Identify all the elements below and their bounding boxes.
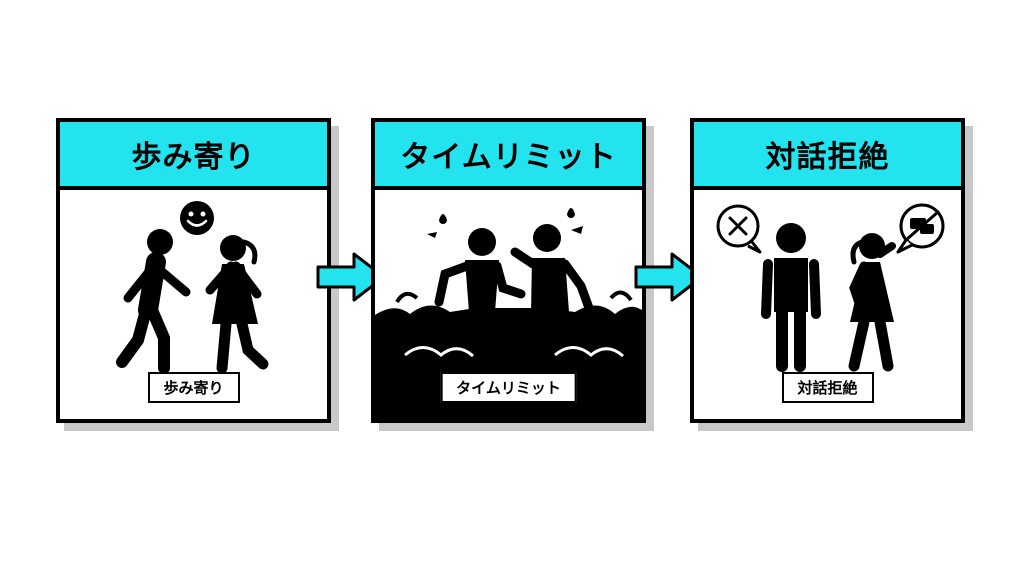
no-symbol-bubble-icon: [716, 204, 762, 254]
panel-caption: 対話拒絶: [781, 372, 874, 403]
refusal-scene: [716, 203, 945, 372]
panel-title: タイムリミット: [375, 122, 642, 190]
panel-caption: タイムリミット: [440, 372, 577, 403]
approach-scene: [116, 201, 269, 374]
struggling-man-icon: [434, 228, 526, 312]
turned-away-woman-icon: [848, 233, 896, 372]
panel-title: 対話拒絶: [694, 122, 961, 190]
panel-caption: 歩み寄り: [147, 372, 240, 403]
no-chat-bubble-icon: [896, 203, 945, 254]
struggling-woman-icon: [510, 224, 594, 313]
arrow-right-icon: [316, 252, 386, 302]
walking-woman-icon: [205, 235, 269, 374]
panel-dialogue-refusal: 対話拒絶: [690, 118, 965, 423]
panel-scene: [694, 190, 961, 419]
panel-time-limit: タイムリミット: [371, 118, 646, 423]
smiling-face-icon: [180, 201, 214, 235]
panel-scene: [60, 190, 327, 419]
walking-man-icon: [116, 229, 191, 374]
panel-title: 歩み寄り: [60, 122, 327, 190]
panel-approach: 歩み寄り: [56, 118, 331, 423]
arrow-right-icon: [634, 252, 704, 302]
standing-man-icon: [761, 223, 821, 372]
